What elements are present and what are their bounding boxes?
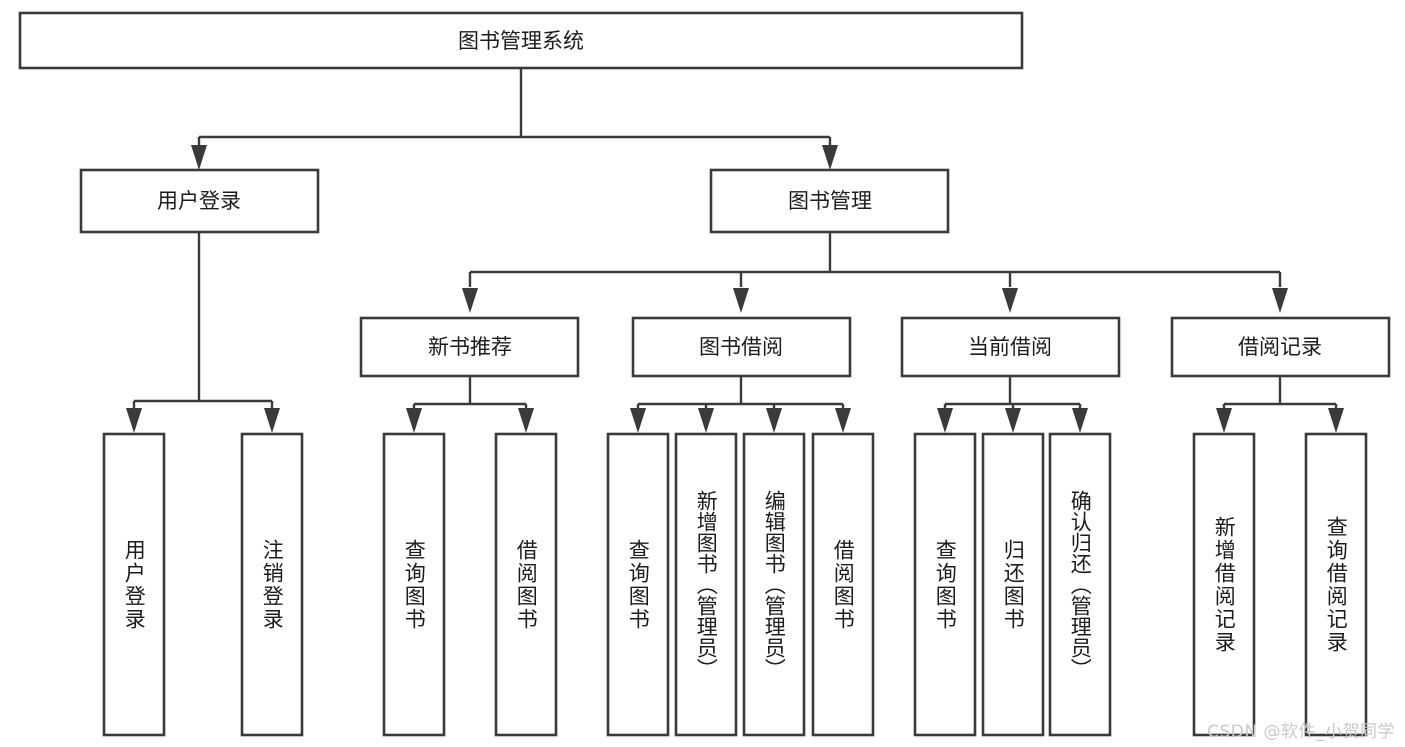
arrow-head-icon xyxy=(126,408,142,433)
leaf-box-current-borrow-1[interactable] xyxy=(981,432,1045,737)
arrow-head-icon xyxy=(822,145,838,170)
arrow-head-icon xyxy=(462,288,478,313)
arrow-head-icon xyxy=(766,408,782,433)
arrow-head-icon xyxy=(1072,408,1088,433)
leaf-box-current-borrow-2[interactable] xyxy=(1048,432,1112,737)
arrow-head-icon xyxy=(733,288,749,313)
leaf-box-new-book-0[interactable] xyxy=(382,432,446,737)
arrow-head-icon xyxy=(1272,288,1288,313)
arrow-head-icon xyxy=(406,408,422,433)
node-root-label: 图书管理系统 xyxy=(458,29,584,53)
node-book-manage[interactable]: 图书管理 xyxy=(709,168,950,234)
arrow-head-icon xyxy=(937,408,953,433)
leaf-box-book-borrow-2[interactable] xyxy=(742,432,806,737)
arrow-head-icon xyxy=(1216,408,1232,433)
node-current-borrow[interactable]: 当前借阅 xyxy=(900,316,1121,378)
connector-book-manage-to-level3 xyxy=(462,232,1288,313)
leaf-box-new-book-1[interactable] xyxy=(494,432,558,737)
leaf-group-borrow-record xyxy=(1192,432,1368,737)
node-borrow-record[interactable]: 借阅记录 xyxy=(1170,316,1391,378)
arrow-head-icon xyxy=(1002,288,1018,313)
node-user-login[interactable]: 用户登录 xyxy=(79,168,320,234)
leaf-box-current-borrow-0[interactable] xyxy=(913,432,977,737)
watermark: CSDN @软件_小贺同学 xyxy=(1207,722,1395,742)
arrow-head-icon xyxy=(835,408,851,433)
leaf-group-user-login xyxy=(102,432,304,737)
leaf-box-user-login-1[interactable] xyxy=(240,432,304,737)
connector-book-borrow-to-leaves xyxy=(630,376,851,433)
leaf-group-book-borrow xyxy=(606,432,875,737)
leaf-box-book-borrow-1[interactable] xyxy=(674,432,738,737)
arrow-head-icon xyxy=(264,408,280,433)
node-book-borrow-label: 图书借阅 xyxy=(699,335,783,359)
arrow-head-icon xyxy=(1005,408,1021,433)
node-new-book-recommend[interactable]: 新书推荐 xyxy=(359,316,580,378)
connector-borrow-record-to-leaves xyxy=(1216,376,1344,433)
leaf-group-new-book-recommend xyxy=(382,432,558,737)
node-user-login-label: 用户登录 xyxy=(157,189,241,213)
leaf-box-book-borrow-0[interactable] xyxy=(606,432,670,737)
node-new-book-recommend-label: 新书推荐 xyxy=(428,335,512,359)
node-current-borrow-label: 当前借阅 xyxy=(968,335,1052,359)
leaf-box-borrow-record-0[interactable] xyxy=(1192,432,1256,737)
leaf-box-book-borrow-3[interactable] xyxy=(811,432,875,737)
arrow-head-icon xyxy=(1328,408,1344,433)
arrow-head-icon xyxy=(698,408,714,433)
node-borrow-record-label: 借阅记录 xyxy=(1238,335,1322,359)
arrow-head-icon xyxy=(630,408,646,433)
node-book-manage-label: 图书管理 xyxy=(788,189,872,213)
arrow-head-icon xyxy=(191,145,207,170)
node-root[interactable]: 图书管理系统 xyxy=(18,11,1024,70)
connector-current-borrow-to-leaves xyxy=(937,376,1088,433)
leaf-group-current-borrow xyxy=(913,432,1112,737)
arrow-head-icon xyxy=(518,408,534,433)
leaf-box-user-login-0[interactable] xyxy=(102,432,166,737)
node-book-borrow[interactable]: 图书借阅 xyxy=(631,316,852,378)
connector-user-login-to-leaves xyxy=(126,232,280,433)
connector-new-book-to-leaves xyxy=(406,376,534,433)
connector-root-to-level2 xyxy=(191,68,838,170)
leaf-box-borrow-record-1[interactable] xyxy=(1304,432,1368,737)
